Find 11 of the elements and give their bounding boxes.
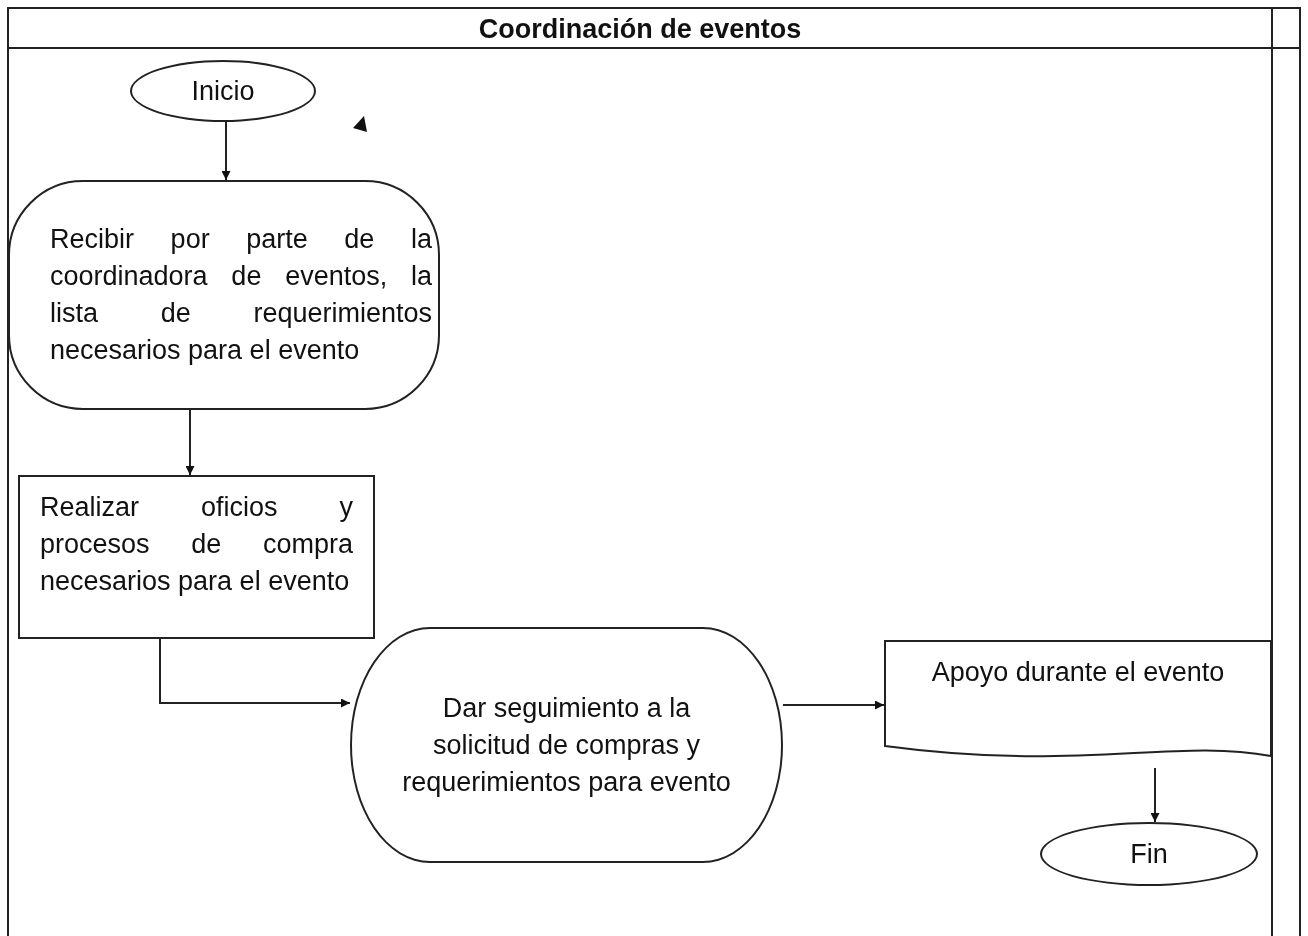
- process-box: Realizar oficios y procesos de compra necesarios para el evento: [18, 475, 375, 639]
- arrow: [782, 700, 885, 710]
- arrow: [185, 409, 195, 476]
- table-header-title: Coordinación de eventos: [477, 13, 803, 46]
- arrow: [1150, 767, 1160, 823]
- end-terminator: Fin: [1040, 822, 1258, 886]
- arrow: [221, 121, 231, 181]
- arrow: [159, 638, 351, 708]
- process-box: Recibir por parte de la coordinadora de eventos, la lista de requerimientos necesarios para el evento: [8, 180, 440, 410]
- process-box: Dar seguimiento a la solicitud de compras y requerimientos para evento: [350, 627, 783, 863]
- start-terminator: Inicio: [130, 60, 316, 122]
